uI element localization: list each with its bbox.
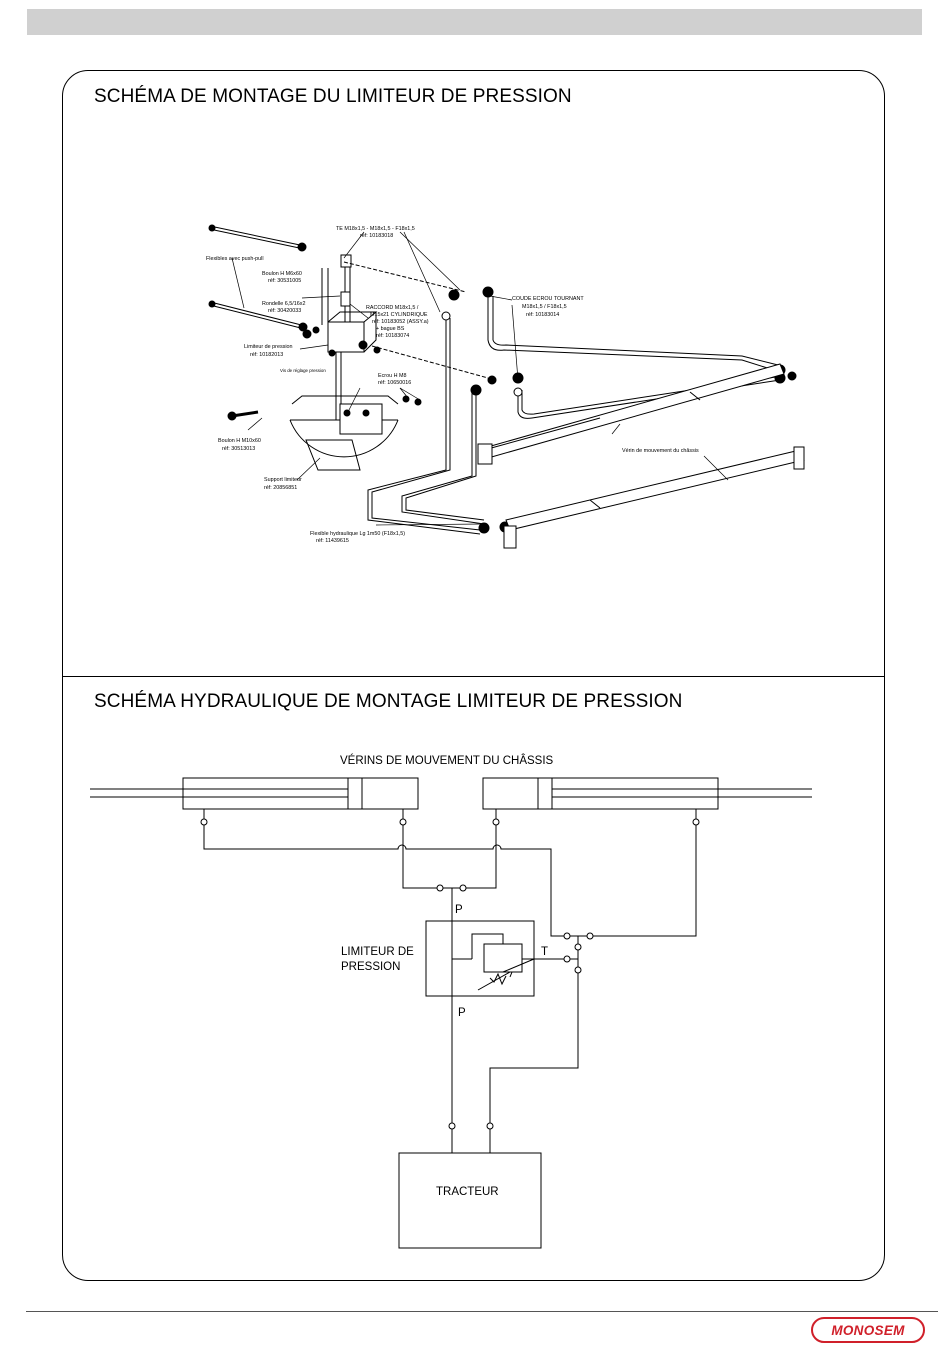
label-flexible-hyd-2: réf: 11439615 — [316, 538, 349, 544]
tractor-label: TRACTEUR — [436, 1186, 499, 1198]
label-te-1: TE M18x1,5 - M18x1,5 - F18x1,5 — [336, 226, 415, 232]
right-cylinder — [482, 777, 812, 810]
port-p-bottom: P — [458, 1007, 466, 1019]
label-flexible-hyd-1: Flexible hydraulique Lg 1m50 (F18x1,5) — [310, 531, 405, 537]
label-support-1: Support limiteur — [264, 477, 302, 483]
hydraulic-schematic — [90, 777, 812, 1249]
label-raccord-5: réf: 10183074 — [376, 333, 409, 339]
label-coude-1: COUDE ECROU TOURNANT — [512, 296, 584, 302]
cylinders-label: VÉRINS DE MOUVEMENT DU CHÂSSIS — [340, 754, 554, 767]
push-pull-flexibles — [208, 224, 308, 332]
label-ecrou-1: Ecrou H M8 — [378, 373, 406, 379]
left-cylinder — [90, 777, 419, 810]
limiter-label-line2: PRESSION — [341, 961, 400, 973]
label-ecrou-2: réf: 10650016 — [378, 380, 411, 386]
header-band — [27, 9, 922, 35]
label-boulon-bot-2: réf: 30513013 — [222, 446, 255, 452]
label-rondelle-2: réf: 30420033 — [268, 308, 301, 314]
limiter-block — [302, 254, 381, 357]
logo-text: MONOSEM — [831, 1322, 905, 1338]
monosem-logo: MONOSEM — [811, 1317, 925, 1343]
page-frame — [62, 70, 885, 1281]
label-vis-reglage: Vis de réglage pression — [280, 368, 326, 373]
label-coude-2: M18x1,5 / F18x1,5 — [522, 304, 567, 310]
label-flexibles: Flexibles avec push-pull — [206, 256, 264, 262]
hydraulic-labels: VÉRINS DE MOUVEMENT DU CHÂSSIS P LIMITEU… — [340, 754, 554, 1198]
section-divider — [62, 676, 885, 677]
chassis-cylinders — [477, 363, 805, 549]
assembly-drawing — [208, 224, 805, 549]
limiter-label-line1: LIMITEUR DE — [341, 946, 414, 958]
assembly-labels: TE M18x1,5 - M18x1,5 - F18x1,5 réf: 1018… — [206, 226, 699, 544]
label-raccord-3: réf: 10183052 (ASSY.a) — [372, 319, 429, 325]
label-raccord-4: + bague BS — [376, 326, 405, 332]
label-limiteur-1: Limiteur de pression — [244, 344, 293, 350]
port-t: T — [541, 946, 548, 958]
label-support-2: réf: 20856851 — [264, 485, 297, 491]
leader-lines — [231, 231, 729, 526]
label-limiteur-2: réf: 10182013 — [250, 352, 283, 358]
label-boulon-top-1: Boulon H M6x60 — [262, 271, 302, 277]
footer-line — [26, 1311, 938, 1312]
label-raccord-1: RACCORD M18x1,5 / — [366, 305, 419, 311]
label-rondelle-1: Rondelle 6,5/16x2 — [262, 301, 305, 307]
assembly-diagram-title: SCHÉMA DE MONTAGE DU LIMITEUR DE PRESSIO… — [94, 86, 572, 107]
hydraulic-diagram-title: SCHÉMA HYDRAULIQUE DE MONTAGE LIMITEUR D… — [94, 691, 683, 712]
label-boulon-bot-1: Boulon H M10x60 — [218, 438, 261, 444]
label-boulon-top-2: réf: 30531005 — [268, 278, 301, 284]
label-coude-3: réf: 10183014 — [526, 312, 559, 318]
hydraulic-tubes — [343, 261, 797, 535]
port-p-top: P — [455, 904, 463, 916]
support-detail — [227, 352, 422, 471]
label-te-2: réf: 10183018 — [360, 233, 393, 239]
label-raccord-2: M15x21 CYLINDRIQUE — [370, 312, 428, 318]
label-verin: Vérin de mouvement du châssis — [622, 448, 699, 454]
